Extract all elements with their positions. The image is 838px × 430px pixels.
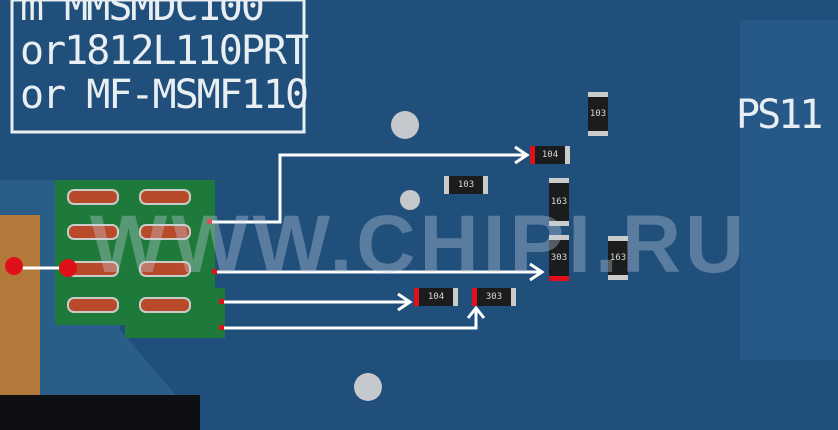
silkscreen-line-2: or1812L110PRT	[20, 28, 309, 74]
via	[400, 190, 420, 210]
resistor-303-a: 303	[549, 235, 569, 281]
resistor-104-top: 104	[530, 146, 570, 164]
designator-ps11: PS11	[736, 92, 823, 138]
resistor-103: 103	[444, 176, 488, 194]
via	[391, 111, 419, 139]
watermark: WWW.CHIPI.RU	[89, 199, 749, 290]
markers	[5, 219, 224, 330]
chip	[0, 395, 200, 430]
resistor-163-b: 163	[608, 236, 628, 280]
resistor-163-a: 163	[549, 178, 569, 226]
adapter-board	[55, 180, 225, 338]
silkscreen-line-1: m MMSMDC100	[20, 0, 265, 30]
resistor-303-bottom: 303	[472, 288, 516, 306]
resistor-e01: 103	[588, 92, 608, 136]
copper-pad	[0, 215, 40, 430]
silkscreen-line-3: or MF-MSMF110	[20, 72, 309, 118]
arrows	[22, 145, 545, 330]
via	[354, 373, 382, 401]
resistor-104-bottom: 104	[414, 288, 458, 306]
silkscreen-box	[10, 0, 306, 134]
